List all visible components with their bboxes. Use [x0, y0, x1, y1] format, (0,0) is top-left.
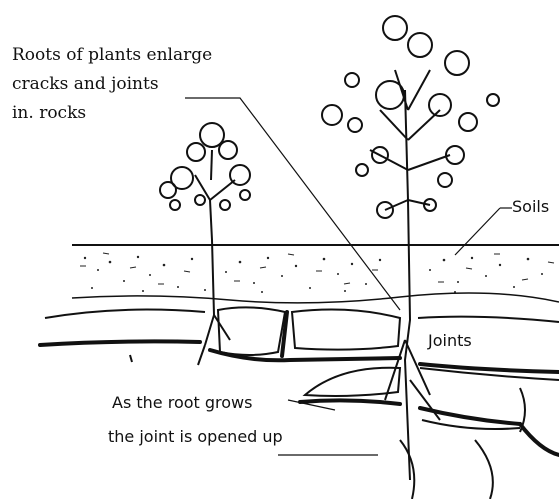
label-soils: Soils: [512, 197, 549, 216]
label-roots-line3: in. rocks: [12, 103, 86, 123]
label-joints: Joints: [428, 331, 472, 350]
label-root-grows-line2: the joint is opened up: [108, 427, 283, 446]
label-root-grows-line1: As the root grows: [112, 393, 252, 412]
large-plant: [322, 16, 499, 480]
soil-layer: [72, 245, 559, 303]
label-roots-line2: cracks and joints: [12, 74, 159, 94]
label-roots-line1: Roots of plants enlarge: [12, 45, 212, 65]
